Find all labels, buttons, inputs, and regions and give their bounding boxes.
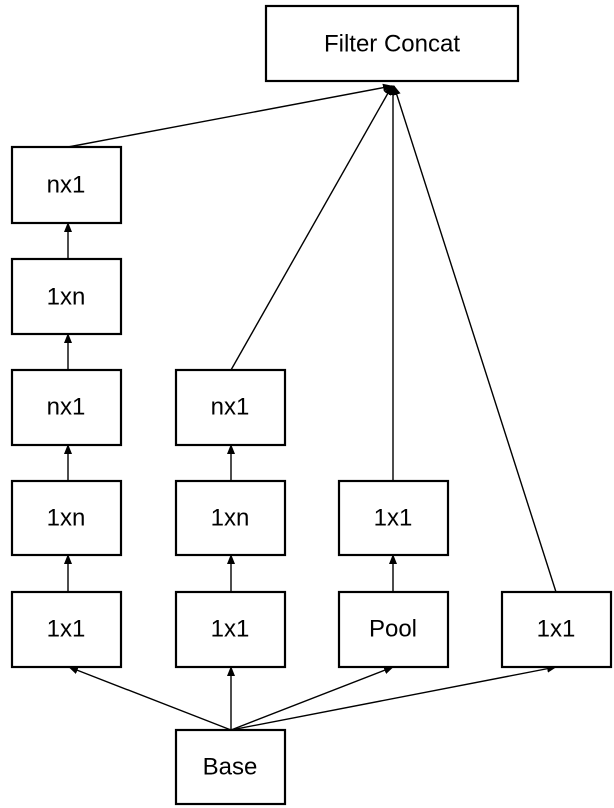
branch1-nx1-mid-label: nx1	[47, 394, 86, 421]
branch3-1x1-label: 1x1	[374, 505, 413, 532]
edge-b1-to-concat	[67, 83, 393, 148]
branch2-1x1-node: 1x1	[174, 590, 287, 669]
branch2-nx1-label: nx1	[211, 394, 250, 421]
branch3-1x1-node: 1x1	[337, 479, 450, 557]
filter-concat-node: Filter Concat	[264, 4, 520, 83]
branch4-1x1-node: 1x1	[500, 590, 613, 669]
base-node: Base	[174, 728, 287, 806]
pool-label: Pool	[369, 616, 417, 643]
pool-node: Pool	[337, 590, 450, 669]
branch2-1x1-label: 1x1	[211, 616, 250, 643]
branch2-nx1-node: nx1	[174, 368, 287, 447]
edge-base-to-b1-1x1	[68, 666, 232, 731]
branch2-1xn-node: 1xn	[174, 479, 287, 557]
branch1-1xn-upper-node: 1xn	[10, 257, 123, 336]
branch1-nx1-mid-node: nx1	[10, 368, 123, 447]
base-label: Base	[203, 754, 258, 781]
branch1-nx1-top-label: nx1	[47, 172, 86, 199]
edge-base-to-pool	[230, 666, 394, 731]
branch4-1x1-label: 1x1	[537, 616, 576, 643]
branch1-nx1-top-node: nx1	[10, 145, 123, 225]
branch2-1xn-label: 1xn	[211, 505, 250, 532]
branch1-1xn-upper-label: 1xn	[47, 284, 86, 311]
branch1-1xn-lower-node: 1xn	[10, 479, 123, 557]
nodes: Filter Concat nx1 1xn nx1 1xn 1x1 nx1	[10, 4, 613, 806]
edges	[64, 83, 557, 731]
edge-b4-to-concat	[392, 85, 557, 593]
branch1-1xn-lower-label: 1xn	[47, 505, 86, 532]
filter-concat-label: Filter Concat	[324, 31, 460, 58]
edge-b2-to-concat	[230, 85, 393, 371]
branch1-1x1-label: 1x1	[47, 616, 86, 643]
branch1-1x1-node: 1x1	[10, 590, 123, 669]
edge-base-to-b4-1x1	[230, 664, 557, 731]
